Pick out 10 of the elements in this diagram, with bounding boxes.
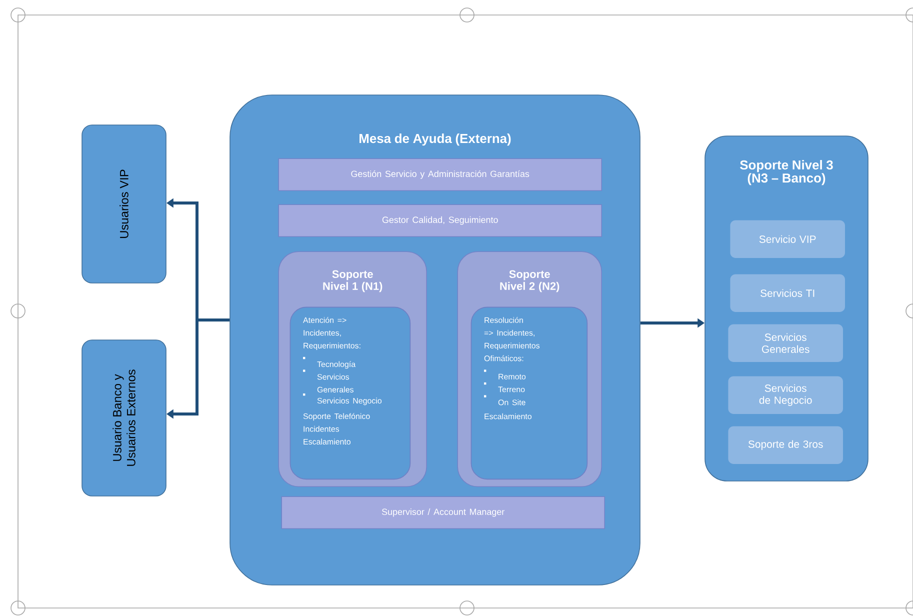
service-box: Servicios Generales xyxy=(728,324,843,362)
function-bar: Supervisor / Account Manager xyxy=(281,496,605,529)
service-box: Servicios de Negocio xyxy=(728,376,843,414)
service-box: Servicios TI xyxy=(730,274,845,312)
service-box: Soporte de 3ros xyxy=(728,426,843,464)
user-box: Usuario Banco y Usuarios Externos xyxy=(82,340,166,496)
function-bar: Gestión Servicio y Administración Garantías xyxy=(278,158,602,191)
function-bar: Gestor Calidad, Seguimiento xyxy=(278,204,602,237)
user-box: Usuarios VIP xyxy=(82,124,166,284)
service-box: Servicio VIP xyxy=(730,220,845,258)
